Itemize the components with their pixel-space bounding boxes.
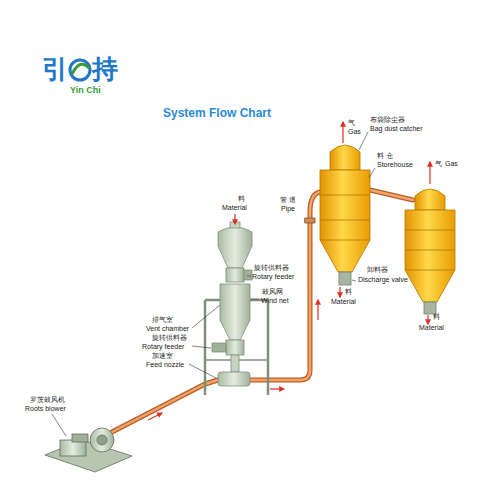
part-label: 管 道: [280, 196, 296, 203]
part-label: Storehouse: [377, 161, 413, 168]
part-label: Material: [419, 324, 444, 331]
logo-text: 引: [42, 56, 68, 82]
part-label: Bag dust catcher: [370, 125, 423, 132]
feeder-assembly: [205, 222, 268, 395]
part-label: 旋转供料器: [254, 264, 289, 271]
part-label: 旋转供料器: [152, 334, 187, 341]
part-label: Material: [222, 204, 247, 211]
part-label: 罗茨鼓风机: [30, 396, 65, 403]
part-label: 气: [435, 160, 442, 167]
logo-mark: [70, 60, 90, 80]
part-label: Rotary feeder: [252, 273, 294, 280]
logo-text: 持: [92, 56, 118, 82]
part-label: Discharge valve: [358, 276, 408, 283]
part-label: Gas: [445, 160, 458, 167]
chart-title: System Flow Chart: [163, 107, 271, 119]
part-label: 排气室: [152, 316, 173, 323]
part-label: Rotary feeder: [142, 343, 184, 350]
logo-text: Yin Chi: [70, 86, 101, 95]
leader-lines: [52, 132, 375, 436]
part-label: 料 仓: [377, 152, 393, 159]
part-label: 气: [348, 119, 355, 126]
roots-blower: [45, 428, 132, 472]
part-label: 鼓风网: [262, 288, 283, 295]
part-label: Wind net: [261, 297, 289, 304]
part-label: Roots blower: [25, 405, 66, 412]
part-label: 布袋除尘器: [370, 116, 405, 123]
part-label: Material: [331, 298, 356, 305]
part-label: Pipe: [281, 205, 295, 212]
part-label: 料: [345, 288, 352, 295]
part-label: 料: [238, 195, 245, 202]
part-label: 卸料器: [367, 266, 388, 273]
silo-storehouse: [405, 189, 455, 314]
flow-arrows: [148, 122, 430, 420]
part-label: Vent chamber: [146, 325, 189, 332]
part-label: 加速室: [152, 352, 173, 359]
part-label: 料: [433, 313, 440, 320]
silo-storehouse: [320, 145, 370, 285]
part-label: Gas: [348, 128, 361, 135]
part-label: Feed nozzle: [146, 361, 184, 368]
